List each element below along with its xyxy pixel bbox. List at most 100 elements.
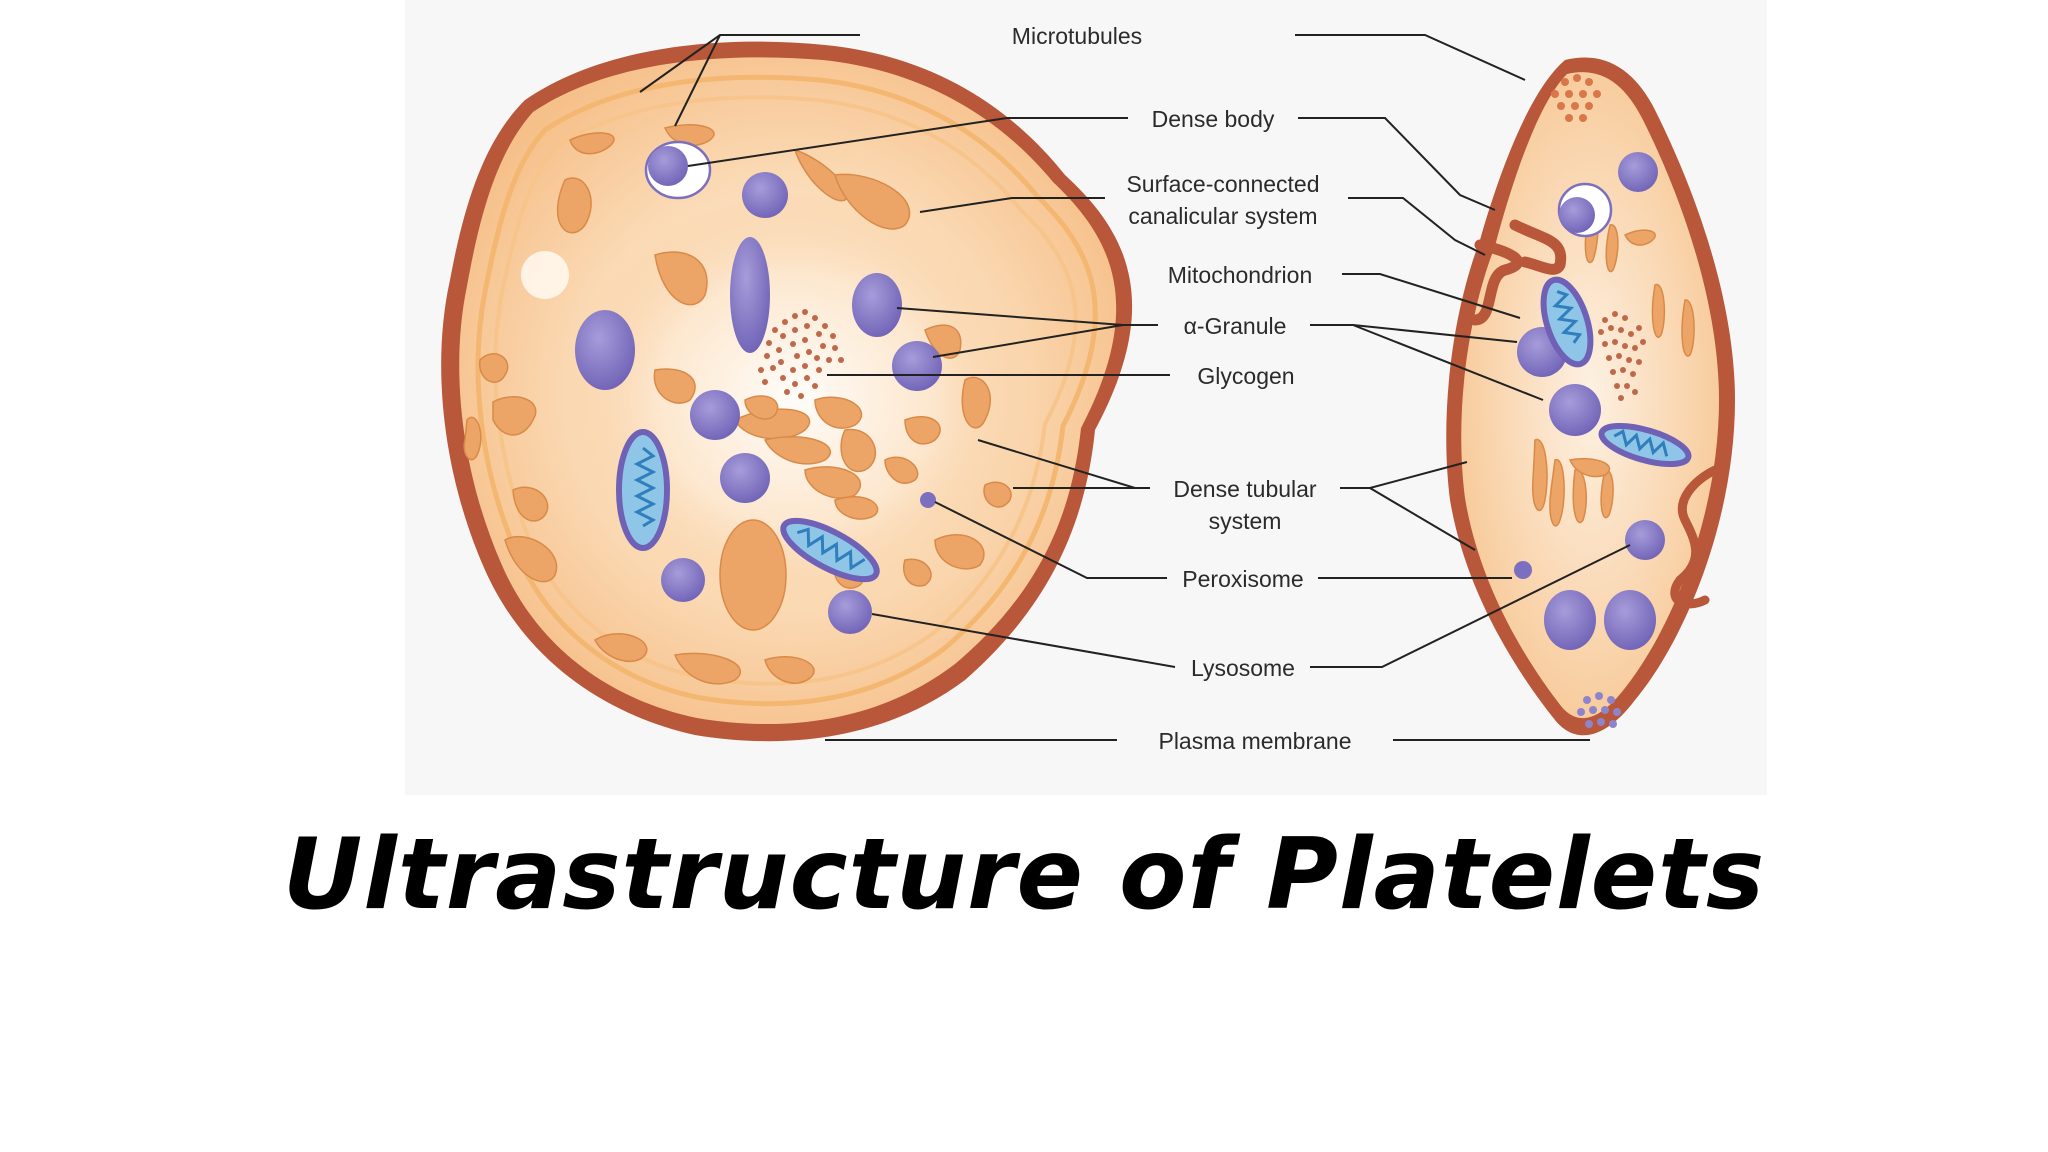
glycogen-particle [758, 367, 764, 373]
glycogen-particle [802, 363, 808, 369]
microtubule-ring [475, 74, 1098, 707]
label-microtubules: Microtubules [1012, 23, 1142, 49]
glycogen-particle [1565, 114, 1573, 122]
label-dense-tubular-line2: system [1209, 508, 1282, 534]
canalicular-system [1670, 465, 1720, 609]
glycogen-particle [1614, 383, 1620, 389]
glycogen-particle [792, 313, 798, 319]
glycogen-particle [1597, 718, 1605, 726]
glycogen-particle [1602, 317, 1608, 323]
glycogen-particle [1595, 692, 1603, 700]
dense-tubule [804, 466, 862, 499]
glycogen-particle [776, 347, 782, 353]
alpha-granule [720, 453, 770, 503]
glycogen-particle [812, 383, 818, 389]
glycogen-particle [1640, 339, 1646, 345]
dense-tubule [673, 652, 742, 685]
glycogen-particle [1557, 102, 1565, 110]
dense-tubule [1651, 284, 1666, 338]
label-dense-tubular-line1: Dense tubular [1173, 476, 1317, 502]
glycogen-particle [1613, 708, 1621, 716]
dense-tubule [569, 132, 615, 155]
glycogen-particle [784, 389, 790, 395]
leader-canalicular [1348, 197, 1486, 256]
glycogen-particle [1624, 383, 1630, 389]
glycogen-particle [1571, 102, 1579, 110]
mitochondrion-cristae [633, 446, 657, 528]
dense-tubule [1549, 459, 1565, 527]
glycogen-particle [802, 309, 808, 315]
dense-tubule [1623, 229, 1656, 246]
glycogen-particle [772, 327, 778, 333]
mitochondrion-right-1 [1540, 276, 1594, 368]
leader-microtubules [1295, 34, 1526, 81]
glycogen-particle [1616, 353, 1622, 359]
glycogen-particle [1620, 367, 1626, 373]
glycogen-particle [1589, 706, 1597, 714]
mitochondrion-left-2 [780, 517, 880, 583]
glycogen-particle [832, 345, 838, 351]
dense-tubular-elements-right [1532, 208, 1695, 527]
glycogen-particle [830, 333, 836, 339]
platelet-side-view [1446, 57, 1735, 736]
glycogen-particle [838, 357, 844, 363]
alpha-granules-left [575, 172, 942, 602]
alpha-granule [852, 273, 902, 337]
glycogen-particle [792, 381, 798, 387]
alpha-granule [742, 172, 788, 218]
leader-alpha-granule [1352, 324, 1544, 401]
glycogen-particle [1601, 706, 1609, 714]
glycogen-particle [778, 359, 784, 365]
glycogen-particle [770, 365, 776, 371]
glycogen-particle [1610, 369, 1616, 375]
glycogen-particle [792, 327, 798, 333]
dense-tubule [961, 376, 992, 429]
glycogen-particle [816, 367, 822, 373]
alpha-granule [730, 237, 770, 353]
lysosome [828, 590, 872, 634]
label-peroxisome: Peroxisome [1182, 566, 1303, 592]
dense-tubule [1681, 299, 1695, 357]
glycogen-particle [1577, 708, 1585, 716]
dense-tubule [764, 656, 815, 684]
glycogen-particle [1551, 90, 1559, 98]
dense-tubule [1532, 439, 1548, 512]
glycogen-particle [780, 375, 786, 381]
dense-tubule [504, 535, 558, 583]
label-dense-body: Dense body [1152, 106, 1275, 132]
leader-lines [639, 34, 1631, 741]
dense-tubule [983, 481, 1012, 508]
dense-tubule [1600, 469, 1614, 519]
glycogen-particle [794, 353, 800, 359]
glycogen-particle [1632, 345, 1638, 351]
glycogen-particle [1628, 331, 1634, 337]
vacuole [521, 251, 569, 299]
glycogen-particle [1612, 311, 1618, 317]
glycogen-particle [790, 341, 796, 347]
glycogen-cluster-top [1551, 74, 1601, 122]
glycogen-particle [798, 393, 804, 399]
glycogen-particle [816, 331, 822, 337]
lysosome [1625, 520, 1665, 560]
label-surface-connected-line2: canalicular system [1128, 203, 1317, 229]
glycogen-particle [1579, 90, 1587, 98]
leader-lysosome [1310, 544, 1631, 668]
dense-tubule [814, 396, 863, 429]
dense-tubule [719, 519, 787, 631]
label-glycogen: Glycogen [1197, 363, 1294, 389]
dense-tubule [934, 534, 985, 570]
mitochondrion [616, 429, 670, 551]
mitochondrion [1540, 276, 1594, 368]
glycogen-particle [762, 379, 768, 385]
dense-tubule [903, 558, 932, 587]
glycogen-particle [804, 323, 810, 329]
glycogen-particle [1607, 696, 1615, 704]
dense-tubule [744, 395, 779, 420]
dense-tubule [556, 177, 592, 234]
mitochondrion-cristae [796, 527, 866, 571]
leader-lysosome [871, 613, 1176, 668]
dense-tubule [492, 396, 537, 436]
alpha-granule [892, 341, 942, 391]
label-lysosome: Lysosome [1191, 655, 1295, 681]
alpha-granule [1549, 384, 1601, 436]
